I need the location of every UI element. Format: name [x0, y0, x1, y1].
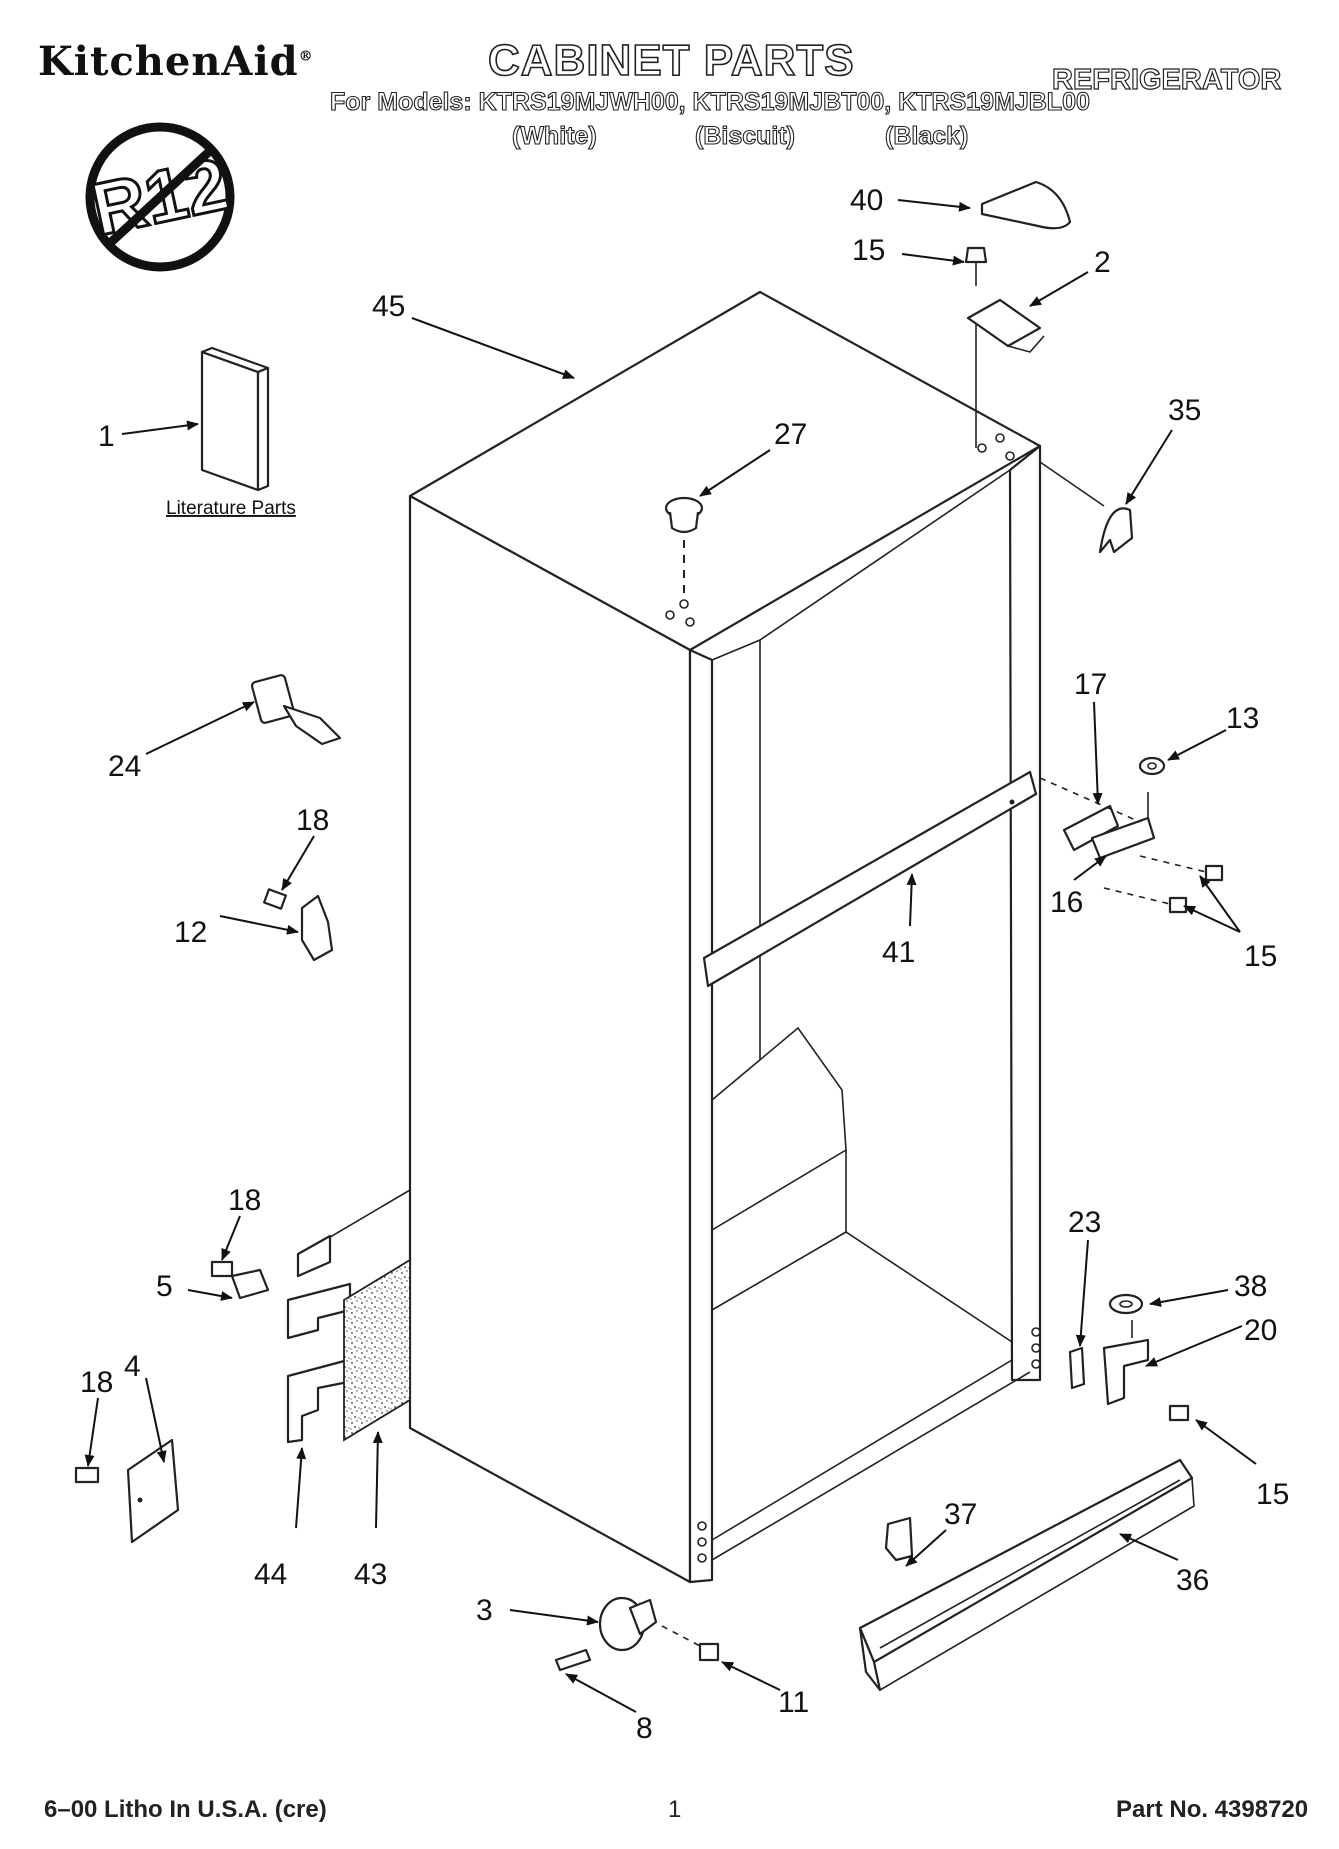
callout-27: 27	[774, 418, 807, 451]
callout-44: 44	[254, 1558, 287, 1591]
callout-45: 45	[372, 290, 405, 323]
callout-1: 1	[98, 420, 115, 453]
callout-15-mid: 15	[1244, 940, 1277, 973]
callout-17: 17	[1074, 668, 1107, 701]
callout-37: 37	[944, 1498, 977, 1531]
callout-24: 24	[108, 750, 141, 783]
literature-booklet-part	[200, 346, 270, 492]
callout-38: 38	[1234, 1270, 1267, 1303]
top-plug-part	[664, 496, 704, 598]
callout-16: 16	[1050, 886, 1083, 919]
callout-4: 4	[124, 1350, 141, 1383]
callout-15-top: 15	[852, 234, 885, 267]
callout-18-middle: 18	[228, 1184, 261, 1217]
callout-20: 20	[1244, 1314, 1277, 1347]
brand-logo: KitchenAid®	[38, 38, 314, 85]
callout-2: 2	[1094, 246, 1111, 279]
lower-left-parts	[74, 1189, 411, 1544]
callout-43: 43	[354, 1558, 387, 1591]
no-r12-icon: R12	[83, 122, 236, 272]
hinge-cap-part	[980, 180, 1072, 230]
center-hinge-part	[1039, 777, 1156, 860]
callout-3: 3	[476, 1594, 493, 1627]
cabinet-shell-part	[408, 290, 1042, 1584]
callout-8: 8	[636, 1712, 653, 1745]
top-hinge-bracket-part	[966, 298, 1045, 448]
variant-biscuit: (Biscuit)	[694, 121, 795, 150]
page-number: 1	[668, 1796, 682, 1823]
page-title: CABINET PARTS	[487, 35, 855, 86]
callout-11: 11	[778, 1686, 809, 1719]
callout-18-upper: 18	[296, 804, 329, 837]
door-stop-part	[1039, 461, 1134, 554]
hinge-washer-top-part	[1138, 756, 1166, 776]
callout-35: 35	[1168, 394, 1201, 427]
model-list: For Models: KTRS19MJWH00, KTRS19MJBT00, …	[329, 87, 1090, 116]
hinge-screws-part	[1103, 855, 1224, 914]
variant-black: (Black)	[884, 121, 969, 150]
clip-screw-part	[263, 888, 287, 910]
callout-12: 12	[174, 916, 207, 949]
variant-white: (White)	[511, 121, 597, 150]
callout-40: 40	[850, 184, 883, 217]
callout-23: 23	[1068, 1206, 1101, 1239]
lower-right-parts	[858, 1293, 1195, 1692]
callout-numbers: 1 2 3 4 5 8 11 12 13 15 15 15 15 16 17 1…	[80, 184, 1289, 1745]
part-number: Part No. 4398720	[1116, 1796, 1309, 1823]
callout-5: 5	[156, 1270, 173, 1303]
appliance-type: REFRIGERATOR	[1051, 63, 1282, 96]
callout-18-lower: 18	[80, 1366, 113, 1399]
leveling-bolt-part	[250, 674, 342, 746]
top-hinge-screw-part	[964, 246, 988, 286]
roller-assembly-part	[554, 1596, 720, 1672]
callout-36: 36	[1176, 1564, 1209, 1597]
leader-lines	[84, 199, 1257, 1713]
callout-13: 13	[1226, 702, 1259, 735]
print-info: 6–00 Litho In U.S.A. (cre)	[44, 1796, 327, 1823]
literature-parts-label: Literature Parts	[166, 498, 296, 519]
callout-15-lower: 15	[1256, 1478, 1289, 1511]
callout-41: 41	[882, 936, 915, 969]
mounting-clip-part	[300, 894, 334, 962]
